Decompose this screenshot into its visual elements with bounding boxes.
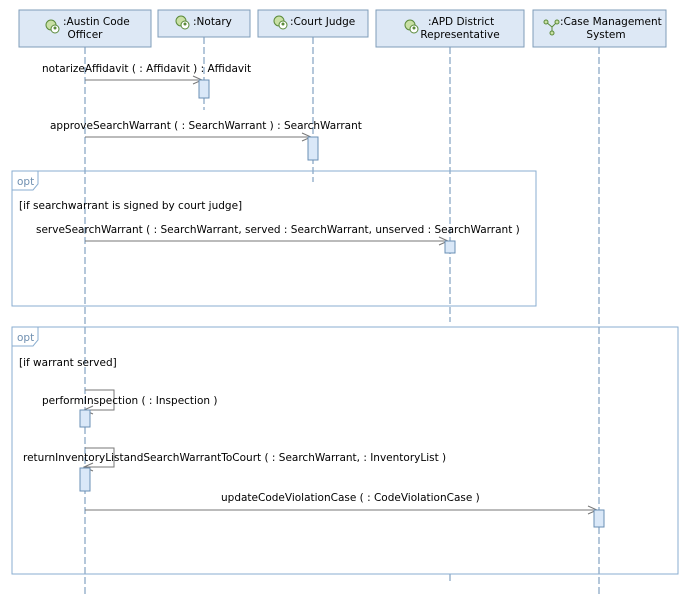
message-label: returnInventoryListandSearchWarrantToCou… [23, 452, 446, 464]
actor-icon [404, 19, 419, 34]
actor-icon [175, 15, 190, 30]
lifeline-name-line1: :Austin Code [63, 16, 130, 28]
lifeline-header-notary[interactable]: :Notary [157, 9, 251, 38]
message-label: updateCodeViolationCase ( : CodeViolatio… [221, 492, 480, 504]
lifeline-header-apd-district-representative[interactable]: :APD District Representative [375, 9, 525, 48]
lifeline-header-case-management-system[interactable]: :Case Management System [532, 9, 667, 48]
message-approve-search-warrant[interactable]: approveSearchWarrant ( : SearchWarrant )… [50, 120, 362, 142]
lifeline-header-court-judge[interactable]: :Court Judge [257, 9, 369, 38]
lifeline-header-austin-code-officer[interactable]: :Austin Code Officer [18, 9, 152, 48]
lifeline-name-line2: Representative [420, 29, 499, 41]
activation-bar-apd-district-representative [444, 240, 456, 254]
activation-bar-notary [198, 79, 210, 99]
activation-bar-austin-code-officer [79, 409, 91, 428]
lifeline-name-line1: :Case Management [560, 16, 662, 28]
message-perform-inspection[interactable]: performInspection ( : Inspection ) [42, 389, 217, 415]
combined-fragment-opt-2[interactable]: opt [if warrant served] [11, 326, 679, 575]
message-notarize-affidavit[interactable]: notarizeAffidavit ( : Affidavit ) : Affi… [42, 63, 251, 85]
message-update-code-violation-case[interactable]: updateCodeViolationCase ( : CodeViolatio… [85, 492, 599, 515]
message-label: serveSearchWarrant ( : SearchWarrant, se… [36, 224, 520, 236]
activation-bar-austin-code-officer [79, 467, 91, 492]
lifeline-name-line2: System [586, 29, 625, 41]
fragment-operator: opt [17, 176, 34, 188]
actor-icon [273, 15, 288, 30]
combined-fragment-opt-1[interactable]: opt [if searchwarrant is signed by court… [11, 170, 537, 307]
component-icon [543, 19, 560, 36]
message-label: performInspection ( : Inspection ) [42, 395, 217, 407]
lifelines [84, 37, 600, 594]
message-serve-search-warrant[interactable]: serveSearchWarrant ( : SearchWarrant, se… [36, 224, 520, 246]
fragment-operator: opt [17, 332, 34, 344]
lifeline-name-line1: :Notary [193, 16, 232, 28]
fragment-guard: [if searchwarrant is signed by court jud… [19, 200, 242, 212]
lifeline-name-line1: :APD District [428, 16, 494, 28]
fragment-guard: [if warrant served] [19, 357, 117, 369]
actor-icon [45, 19, 60, 34]
lifeline-name-line1: :Court Judge [290, 16, 355, 28]
message-label: notarizeAffidavit ( : Affidavit ) : Affi… [42, 63, 251, 75]
message-label: approveSearchWarrant ( : SearchWarrant )… [50, 120, 362, 132]
lifeline-name-line2: Officer [68, 29, 104, 41]
activation-bar-court-judge [307, 136, 319, 161]
activation-bar-case-management-system [593, 509, 605, 528]
